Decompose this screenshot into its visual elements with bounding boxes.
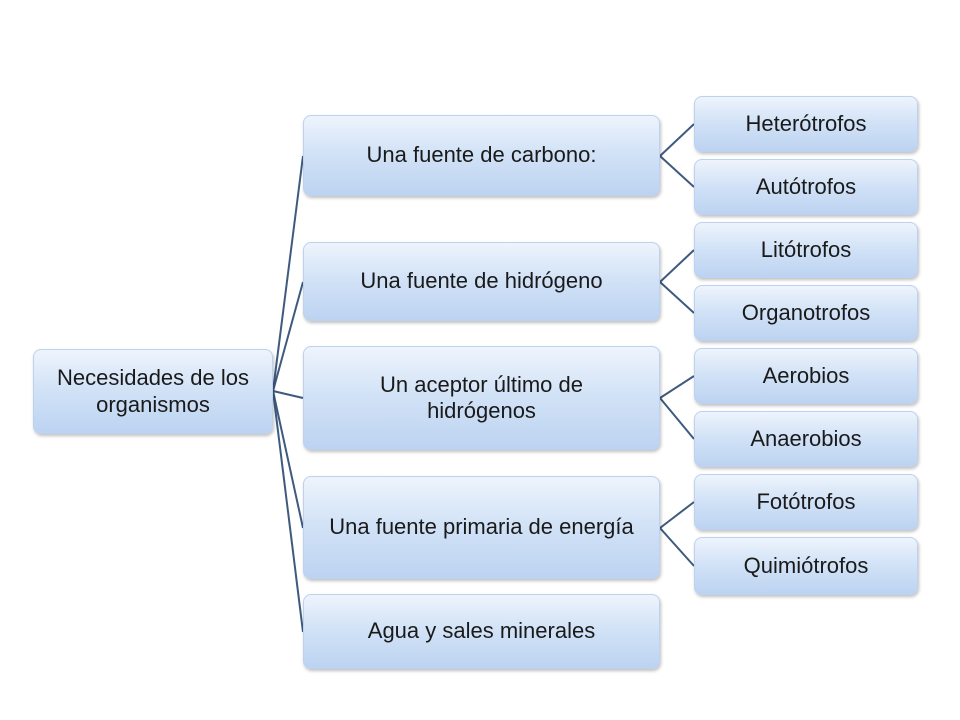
leaf-node-fototrofos: Fotótrofos <box>694 474 918 530</box>
leaf-node-litotrofos: Litótrofos <box>694 222 918 278</box>
branch-node-water-minerals: Agua y sales minerales <box>303 594 660 669</box>
leaf-node-heterotrofos: Heterótrofos <box>694 96 918 152</box>
leaf-node-label: Heterótrofos <box>745 110 867 136</box>
branch-node-label: Agua y sales minerales <box>367 618 596 644</box>
root-node-line-1: Necesidades de los <box>56 365 249 391</box>
connector-branch-2-leaf-2 <box>659 281 695 314</box>
connector-branch-4-leaf-2 <box>659 527 695 567</box>
connector-root-branch-4 <box>272 390 304 529</box>
leaf-node-organotrofos: Organotrofos <box>694 285 918 341</box>
root-node-line-2: organismos <box>96 391 210 417</box>
connector-root-branch-5 <box>272 390 304 633</box>
connector-branch-1-leaf-1 <box>659 123 695 157</box>
connector-branch-4-leaf-1 <box>659 501 695 529</box>
branch-node-carbon-source: Una fuente de carbono: <box>303 115 660 196</box>
leaf-node-label: Anaerobios <box>750 425 862 451</box>
branch-node-label: Una fuente de hidrógeno <box>360 268 603 294</box>
leaf-node-label: Aerobios <box>762 362 850 388</box>
branch-node-label: Una fuente de carbono: <box>366 142 597 168</box>
leaf-node-label: Fotótrofos <box>756 488 856 514</box>
branch-node-label-line-2: hidrógenos <box>427 398 536 423</box>
connector-root-branch-3 <box>272 390 304 399</box>
leaf-node-quimiotrofos: Quimiótrofos <box>694 537 918 595</box>
connector-root-branch-1 <box>272 155 304 392</box>
connector-branch-1-leaf-2 <box>659 155 695 188</box>
leaf-node-label: Quimiótrofos <box>743 552 869 578</box>
connector-branch-3-leaf-2 <box>659 397 695 440</box>
branch-node-label-line-1: Un aceptor último de <box>380 371 583 397</box>
branch-node-energy-source: Una fuente primaria de energía <box>303 476 660 579</box>
leaf-node-label: Organotrofos <box>741 299 871 325</box>
connector-branch-3-leaf-1 <box>659 375 695 399</box>
leaf-node-autotrofos: Autótrofos <box>694 159 918 215</box>
connector-branch-2-leaf-1 <box>659 249 695 283</box>
branch-node-hydrogen-acceptor: Un aceptor último de hidrógenos <box>303 346 660 450</box>
leaf-node-label: Litótrofos <box>760 236 852 262</box>
branch-node-label: Una fuente primaria de energía <box>329 514 634 540</box>
connector-root-branch-2 <box>272 281 304 392</box>
branch-node-hydrogen-source: Una fuente de hidrógeno <box>303 242 660 321</box>
leaf-node-anaerobios: Anaerobios <box>694 411 918 467</box>
root-node: Necesidades de los organismos <box>33 349 273 434</box>
leaf-node-label: Autótrofos <box>755 173 857 199</box>
leaf-node-aerobios: Aerobios <box>694 348 918 404</box>
